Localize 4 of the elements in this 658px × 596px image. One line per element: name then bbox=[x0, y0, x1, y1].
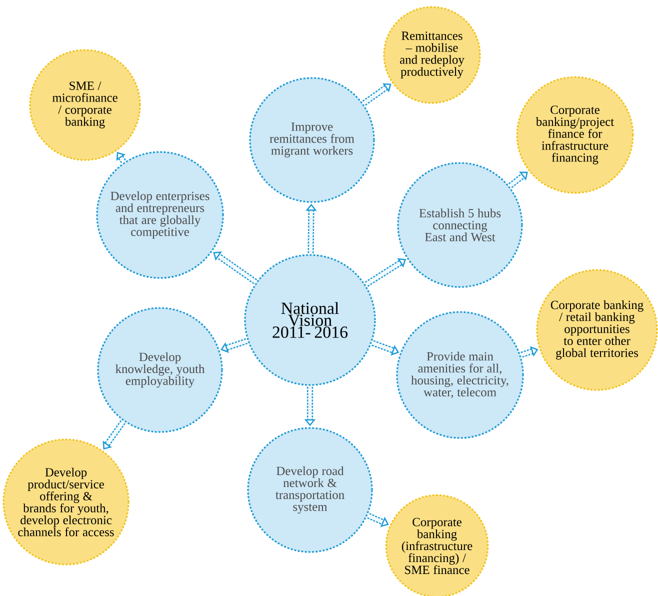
hollow-arrow bbox=[508, 172, 528, 188]
hollow-arrow bbox=[213, 252, 258, 284]
hollow-arrow bbox=[362, 83, 392, 106]
hollow-arrow bbox=[220, 338, 248, 353]
